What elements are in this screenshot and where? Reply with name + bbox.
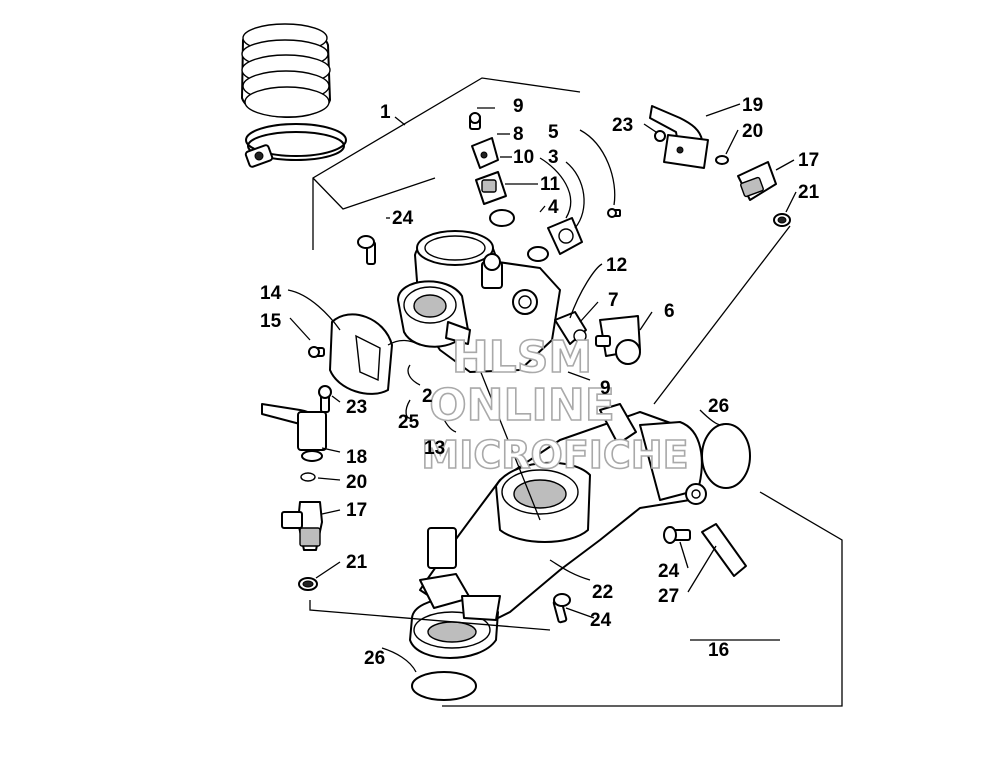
callout-22: 22 — [592, 582, 613, 603]
callout-20-right: 20 — [742, 121, 763, 142]
callout-19: 19 — [742, 95, 763, 116]
callout-20-left: 20 — [346, 472, 367, 493]
sensor-with-o-ring — [527, 157, 621, 262]
watermark-line-2: ONLINE — [429, 380, 615, 431]
callout-8: 8 — [513, 124, 524, 145]
intake-boot-with-clamp — [241, 23, 347, 168]
idle-control-parts — [554, 311, 641, 365]
callout-18: 18 — [346, 447, 367, 468]
callout-13: 13 — [424, 438, 445, 459]
callout-12: 12 — [606, 255, 627, 276]
callout-9-top: 9 — [513, 96, 524, 117]
callout-24-upper: 24 — [392, 208, 414, 229]
callout-23-right: 23 — [612, 115, 633, 136]
callout-5: 5 — [548, 122, 559, 143]
callout-26-right: 26 — [708, 396, 729, 417]
watermark-line-1: HLSM — [452, 332, 592, 383]
callout-1: 1 — [380, 102, 391, 123]
callout-11: 11 — [540, 174, 561, 195]
right-fuel-injector-assembly — [649, 105, 791, 227]
callout-24-lower-right: 24 — [658, 561, 680, 582]
callout-25: 25 — [398, 412, 420, 433]
assembly-bracket-lines — [312, 77, 843, 707]
callout-27: 27 — [658, 586, 679, 607]
callout-10: 10 — [513, 147, 534, 168]
screw-upper — [357, 235, 376, 265]
o-rings — [411, 423, 751, 701]
callout-3: 3 — [548, 147, 559, 168]
throttle-sensor-parts — [469, 112, 515, 227]
callout-9-mid: 9 — [600, 378, 611, 399]
throttle-body — [397, 230, 561, 373]
callout-4: 4 — [548, 197, 559, 218]
callout-21-left: 21 — [346, 552, 368, 573]
callout-6: 6 — [664, 301, 675, 322]
callout-2: 2 — [422, 386, 433, 407]
left-fuel-injector-assembly — [261, 385, 332, 591]
callout-17-left: 17 — [346, 500, 367, 521]
leader-lines — [287, 103, 797, 673]
callout-26-left: 26 — [364, 648, 385, 669]
watermark-line-3: MICROFICHE — [421, 433, 688, 477]
callout-7: 7 — [608, 290, 619, 311]
callout-14: 14 — [260, 283, 282, 304]
callout-16: 16 — [708, 640, 729, 661]
callout-labels: 1 9 8 10 11 5 3 4 24 12 7 6 14 15 2 25 1… — [260, 95, 820, 669]
callout-24-lower-center: 24 — [590, 610, 612, 631]
lower-screws-and-bracket — [552, 523, 747, 624]
callout-17-right: 17 — [798, 150, 819, 171]
watermark: HLSM ONLINE MICROFICHE — [421, 331, 690, 478]
callout-23-left: 23 — [346, 397, 367, 418]
callout-21-right: 21 — [798, 182, 820, 203]
callout-15: 15 — [260, 311, 282, 332]
throttle-cover — [308, 313, 421, 395]
intake-manifold — [409, 403, 707, 659]
